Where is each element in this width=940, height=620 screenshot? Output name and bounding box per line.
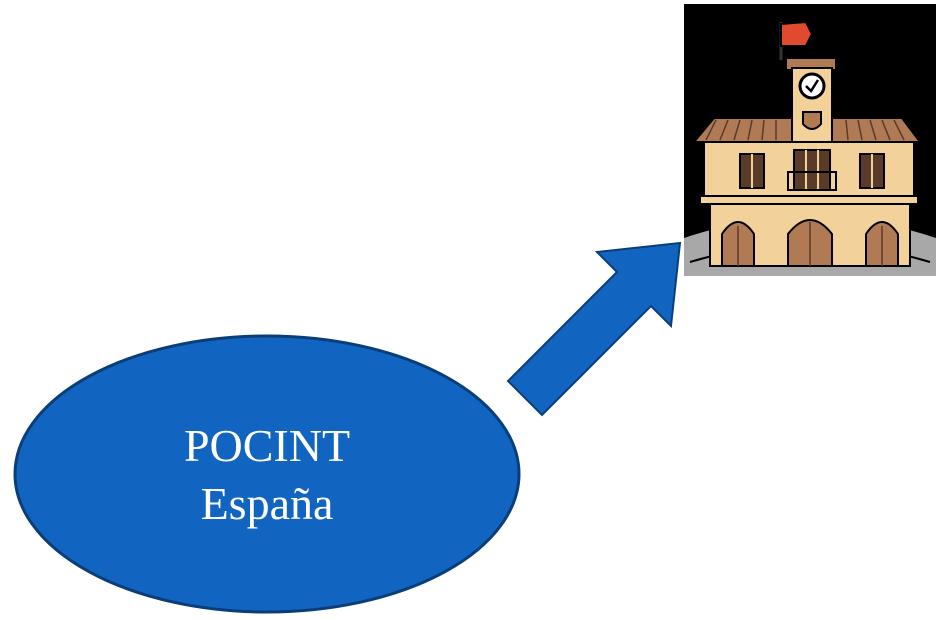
pocint-node-ellipse: [13, 334, 521, 614]
town-hall-icon: [684, 4, 936, 276]
arrow-up-right: [506, 241, 682, 417]
